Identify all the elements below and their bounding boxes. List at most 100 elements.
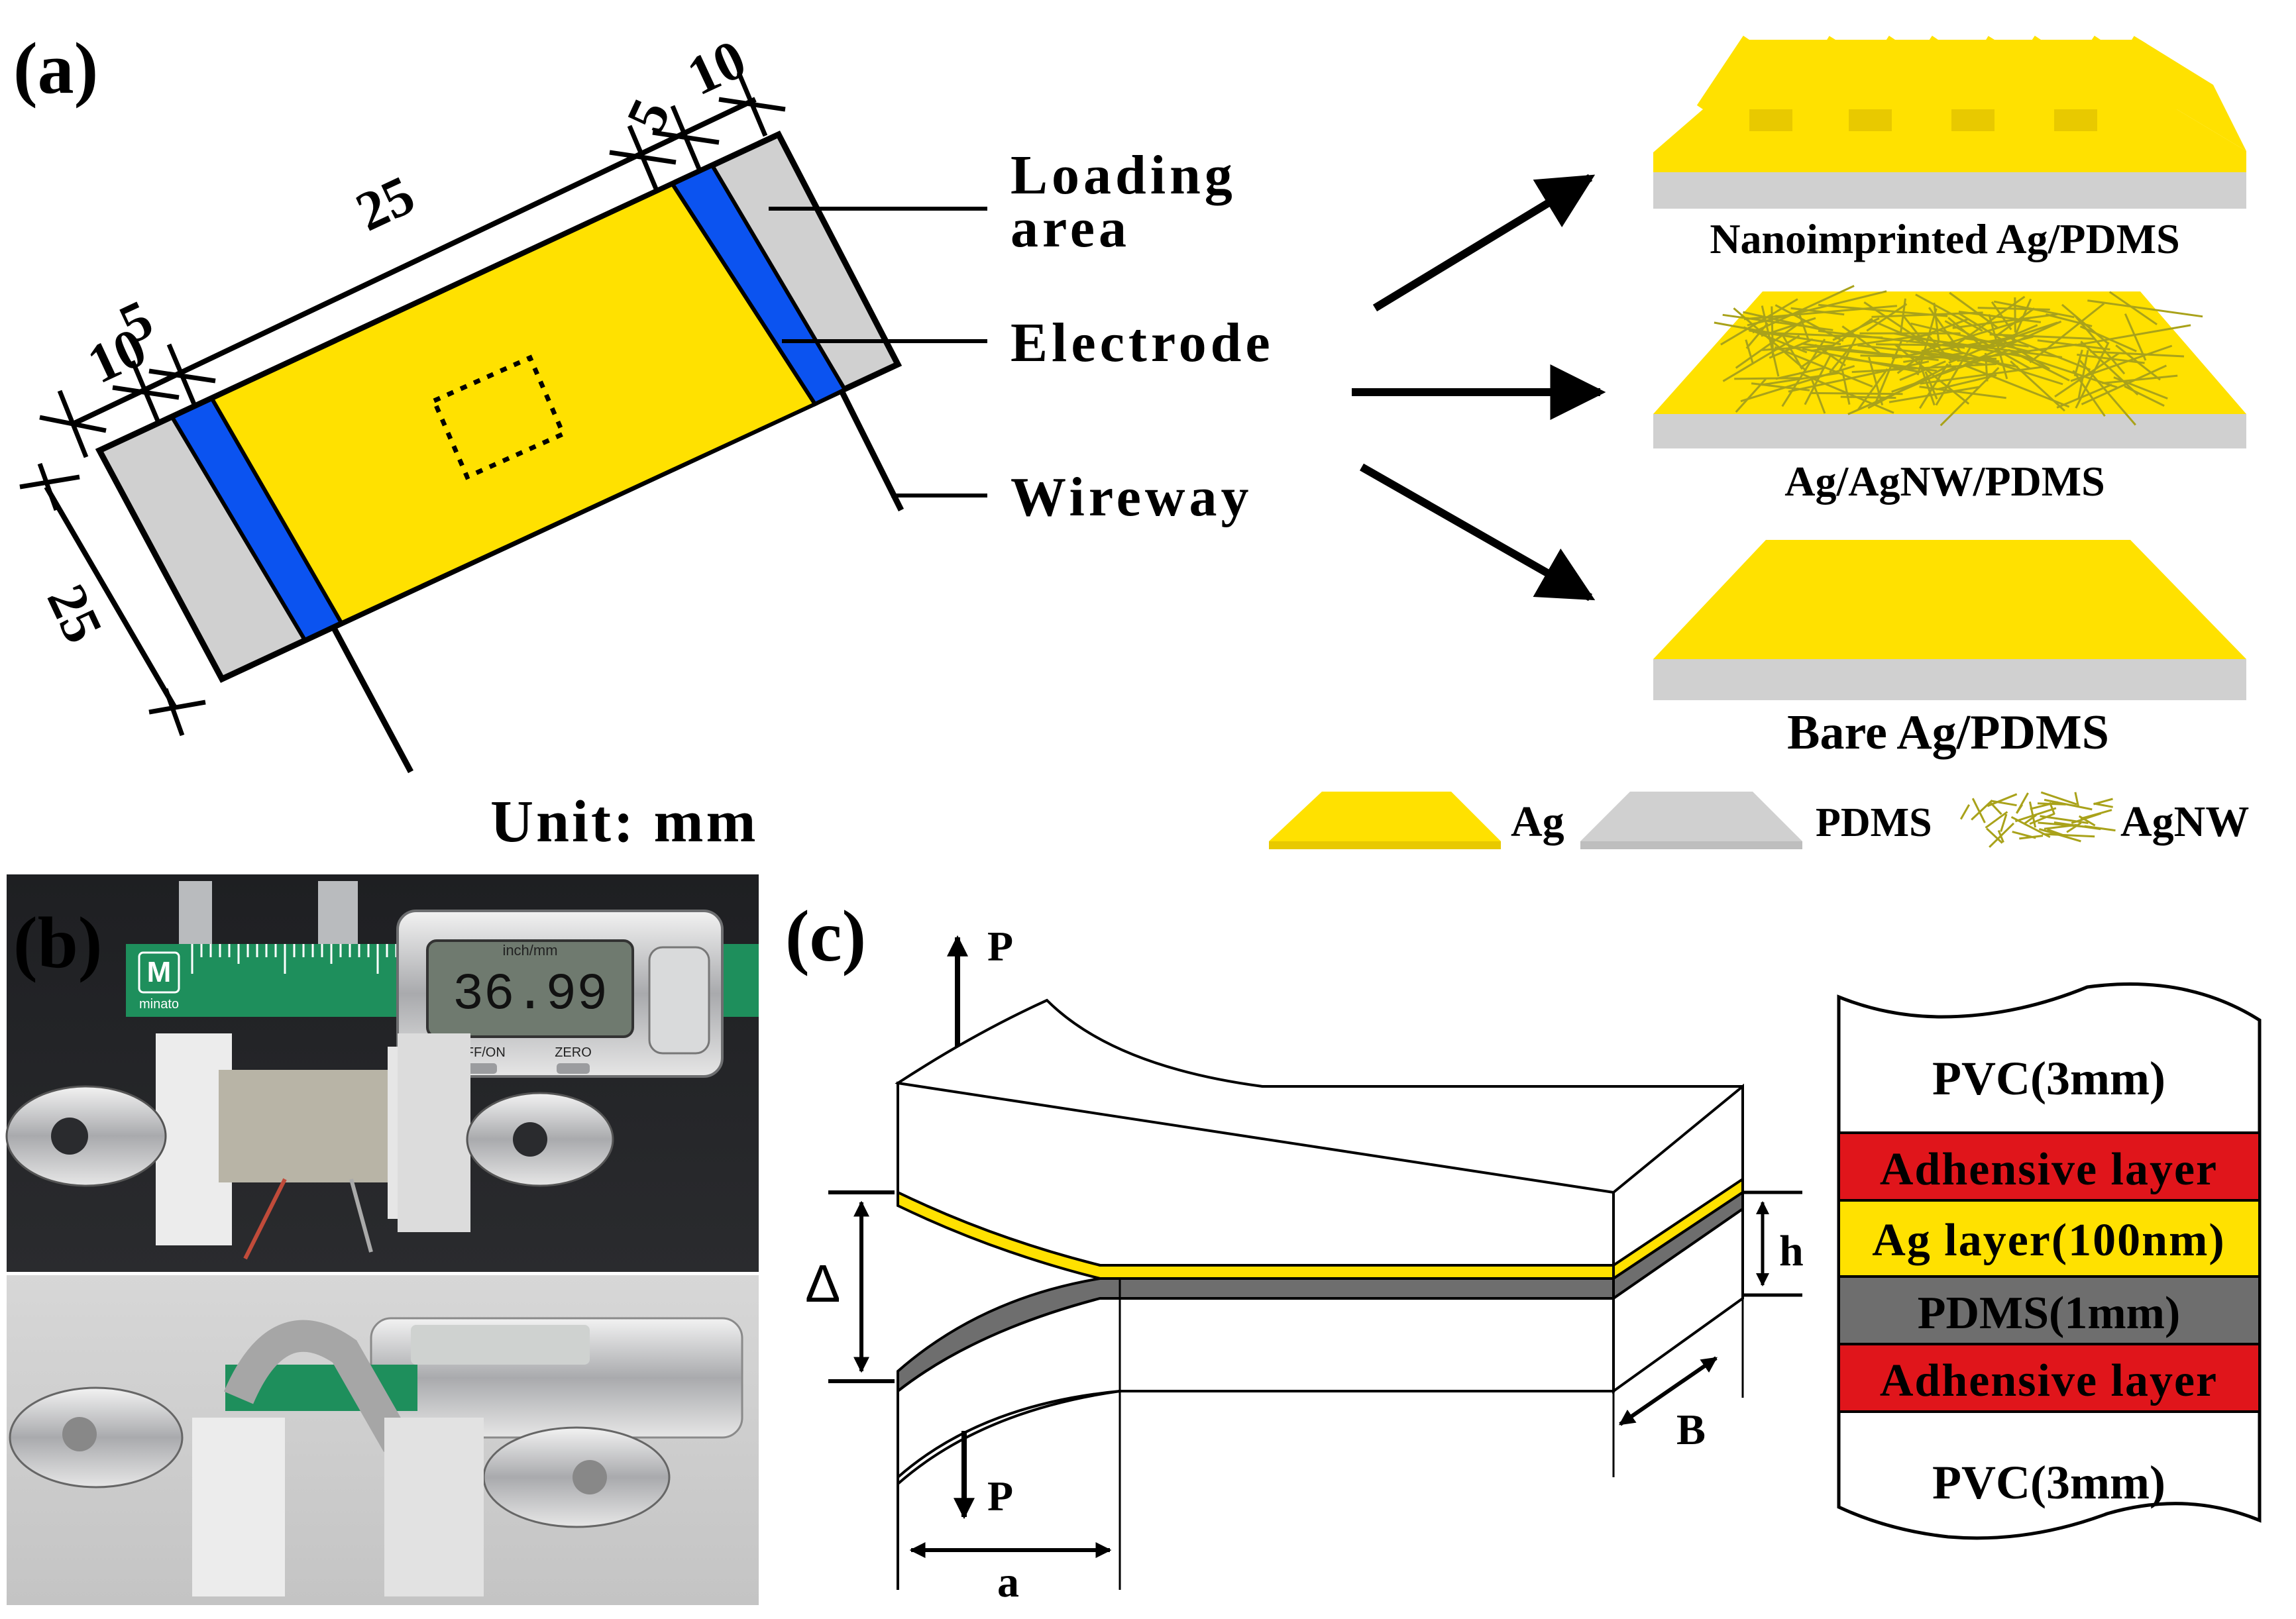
nanowire (1950, 348, 2063, 386)
nanowire (2016, 792, 2029, 813)
nanowire (1851, 363, 1996, 374)
nanowire (1985, 811, 2008, 829)
nanowire (2080, 809, 2112, 820)
nanowire (2079, 360, 2136, 426)
nanowire (2028, 801, 2037, 828)
nanowire (1775, 304, 1844, 342)
nanowire (1988, 314, 2008, 380)
nanowire (1722, 335, 1800, 382)
stack-label-adhesive-bottom: Adhensive layer (1880, 1355, 2218, 1406)
lcd-unit: inch/mm (502, 942, 557, 959)
symbol-delta: Δ (805, 1254, 840, 1313)
button-zero: ZERO (555, 1045, 592, 1060)
nanowire (2093, 802, 2113, 808)
nanowire (2075, 324, 2191, 346)
specimen-photo-bottom (9, 1317, 743, 1596)
nanowire (2087, 299, 2203, 318)
nanowire (2000, 813, 2008, 832)
nanowire (1919, 363, 1949, 409)
nanowire (1790, 307, 1845, 316)
width-arrow (1619, 1356, 1718, 1426)
nanowire (1899, 360, 1946, 382)
nanowire (2056, 384, 2112, 409)
nanowire (1989, 333, 2095, 340)
nanowire (2066, 821, 2082, 833)
electrode-left (169, 396, 345, 643)
lcd-reading: 36.99 (453, 966, 608, 1024)
nanowire (1735, 321, 1802, 369)
legend-swatch-pdms (1580, 792, 1802, 841)
unit-label: Unit: mm (490, 789, 758, 855)
nanowire (1747, 290, 1887, 327)
stack-label-adhesive-top: Adhensive layer (1880, 1144, 2218, 1195)
callout-loading-1: Loading (1011, 144, 1236, 206)
nanowire (2014, 807, 2057, 823)
nanowire (2044, 823, 2077, 830)
dim-10-right: 10 (679, 28, 755, 107)
nanowire (1989, 801, 2002, 815)
dcb-specimen (895, 998, 1744, 1590)
specimen-strip (95, 131, 904, 774)
stack-pdms (1837, 1275, 2261, 1345)
nanowire (1940, 366, 2000, 427)
nanowire (1798, 372, 1894, 414)
panel-b-label: (b) (13, 902, 102, 983)
nanowire (1867, 363, 1952, 409)
nanowire (2102, 374, 2178, 384)
nanowire (1920, 366, 2044, 385)
stack-label-ag: Ag layer(100nm) (1872, 1215, 2226, 1266)
panel-c-label: (c) (785, 896, 866, 976)
dim-25-length: 25 (347, 164, 423, 243)
symbol-b: B (1676, 1406, 1706, 1454)
stack-ag-layer (1837, 1199, 2261, 1278)
caliper-brand: minato (139, 997, 179, 1012)
electrode-right (669, 163, 848, 407)
nanowire (1947, 317, 1985, 350)
nanowire (2081, 364, 2167, 405)
nanowire (1916, 308, 1938, 376)
nanowire (1722, 313, 1833, 331)
nanowire (1766, 331, 1883, 339)
nanowire (1958, 311, 2042, 323)
callout-wireway: Wireway (1011, 466, 1253, 528)
load-p-bottom: P (987, 1473, 1013, 1520)
load-p-top: P (987, 923, 1013, 970)
thickness-dimension (1743, 1190, 1802, 1297)
nanowire (2113, 376, 2168, 399)
nanowire (1804, 353, 1832, 405)
nanowire (1952, 313, 2058, 329)
nanowire (1919, 386, 2006, 399)
nanowire (1985, 321, 2058, 348)
callout-electrode: Electrode (1011, 312, 1274, 374)
nanowire (1769, 338, 1814, 359)
nanowire (2072, 370, 2106, 417)
sample-name-nanoimprinted: Nanoimprinted Ag/PDMS (1710, 215, 2179, 262)
nanowire (1771, 306, 1774, 356)
nanowire (1735, 378, 1767, 413)
stack-label-pvc-top: PVC(3mm) (1932, 1052, 2165, 1105)
svg-text:M: M (147, 956, 172, 988)
nanowire (2080, 340, 2139, 395)
nanowire (2019, 835, 2044, 840)
sample-name-agnw: Ag/AgNW/PDMS (1784, 458, 2105, 505)
nanowire (2037, 339, 2110, 350)
nanowire (1752, 285, 1855, 334)
nanowire (2042, 833, 2095, 838)
nanowire (2115, 344, 2161, 381)
nanowire (1857, 368, 1888, 411)
nanowire (1933, 302, 1940, 342)
callouts: Loading area Electrode Wireway (769, 144, 1274, 528)
legend-ag: Ag (1511, 798, 1564, 846)
symbol-h: h (1779, 1227, 1804, 1275)
nanowire (1745, 339, 1754, 364)
nanowire (2023, 814, 2037, 825)
legend: Ag PDMS AgNW (1269, 791, 2249, 849)
nanowire (1810, 378, 1826, 414)
load-arrows (947, 935, 975, 1520)
nanowire (2012, 351, 2118, 389)
nanowire (1959, 804, 1971, 820)
sample-nanoimprinted: Nanoimprinted Ag/PDMS (1653, 35, 2246, 262)
wire-right (838, 389, 904, 512)
nanowire (1840, 356, 1938, 372)
